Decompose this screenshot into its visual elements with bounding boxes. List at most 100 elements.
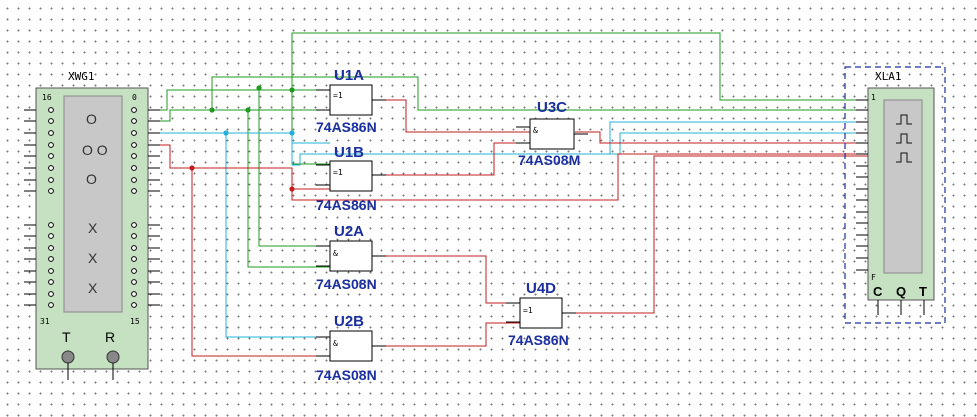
gate-part: 74AS08N — [316, 276, 377, 292]
gate-u4d[interactable]: U4D =1 74AS86N — [506, 280, 576, 348]
gate-ref: U4D — [526, 280, 556, 297]
connector-pin-terminal[interactable] — [131, 233, 137, 239]
wire-cyan-u2b[interactable] — [225, 133, 330, 338]
gate-symbol: =1 — [333, 168, 343, 177]
junction-dot — [289, 186, 295, 192]
gate-u2b[interactable]: U2B & 74AS08N — [316, 313, 386, 383]
generator-trigger-label: T — [62, 329, 71, 345]
gate-symbol: =1 — [333, 91, 343, 100]
analyzer-name: XLA1 — [875, 70, 902, 83]
analyzer-panel — [883, 99, 923, 274]
connector-pin-terminal[interactable] — [131, 222, 137, 228]
wire-red-u1a-out[interactable] — [372, 99, 530, 133]
connector-pin-terminal[interactable] — [131, 302, 137, 308]
gate-u1b[interactable]: U1B =1 74AS86N — [316, 144, 386, 213]
wire-green-a[interactable] — [148, 89, 330, 111]
analyzer-label-t: T — [919, 284, 927, 299]
connector-pin-terminal[interactable] — [48, 233, 54, 239]
wire-red-u4d-out[interactable] — [562, 155, 868, 314]
connector-pin-terminal[interactable] — [48, 222, 54, 228]
connector-pin-terminal[interactable] — [131, 279, 137, 285]
connector-pin-terminal[interactable] — [131, 165, 137, 171]
wire-green-b[interactable] — [148, 76, 868, 122]
wire-group — [148, 32, 868, 357]
gate-body — [329, 330, 373, 362]
connector-pin-terminal[interactable] — [48, 118, 54, 124]
connector-pin-terminal[interactable] — [48, 302, 54, 308]
connector-pin-terminal[interactable] — [131, 107, 137, 113]
gate-u1a[interactable]: U1A =1 74AS86N — [316, 67, 386, 135]
wire-red-u1b-out[interactable] — [372, 142, 530, 176]
connector-pin-terminal[interactable] — [131, 153, 137, 159]
gate-body — [329, 240, 373, 272]
generator-pin-15: 15 — [130, 317, 140, 326]
connector-pin-terminal[interactable] — [131, 268, 137, 274]
connector-pin-terminal[interactable] — [131, 291, 137, 297]
connector-pin-terminal[interactable] — [131, 245, 137, 251]
junction-dot — [223, 130, 229, 136]
connector-pin-terminal[interactable] — [48, 268, 54, 274]
wire-red-feed[interactable] — [291, 153, 868, 201]
wire-green-c[interactable] — [258, 88, 330, 247]
connector-pin-terminal[interactable] — [48, 188, 54, 194]
wire-red-u1b[interactable] — [192, 167, 330, 190]
logic-analyzer-xla1[interactable]: XLA1 1 F C Q T — [844, 66, 946, 324]
analyzer-pin-first: 1 — [871, 93, 876, 102]
connector-pin-terminal[interactable] — [131, 177, 137, 183]
connector-pin-terminal[interactable] — [131, 188, 137, 194]
connector-pin-terminal[interactable] — [48, 291, 54, 297]
connector-pin-terminal[interactable] — [48, 279, 54, 285]
connector-pin-terminal[interactable] — [48, 107, 54, 113]
generator-ready-terminal[interactable] — [106, 350, 120, 364]
generator-display-o2: O O — [82, 142, 108, 158]
junction-dot — [209, 107, 215, 113]
generator-pin-0: 0 — [132, 93, 137, 102]
wire-red-main[interactable] — [148, 144, 330, 357]
generator-display-x1: X — [88, 220, 98, 236]
word-generator-xwg1[interactable]: XWG1 16 0 31 15 O O O O X X X T R — [24, 70, 160, 380]
wire-cyan[interactable] — [148, 132, 330, 144]
connector-pin-terminal[interactable] — [131, 130, 137, 136]
gate-part: 74AS08M — [518, 152, 580, 168]
gate-body — [529, 118, 575, 150]
generator-right-pins — [131, 107, 160, 308]
analyzer-label-q: Q — [896, 284, 906, 299]
gate-u3c[interactable]: U3C & 74AS08M — [516, 99, 588, 168]
generator-pin-31: 31 — [40, 317, 50, 326]
connector-pin-terminal[interactable] — [131, 256, 137, 262]
connector-pin-terminal[interactable] — [48, 142, 54, 148]
generator-display-x2: X — [88, 250, 98, 266]
gate-u2a[interactable]: U2A & 74AS08N — [316, 223, 386, 292]
connector-pin-terminal[interactable] — [131, 142, 137, 148]
junction-group — [189, 85, 295, 192]
generator-display-x3: X — [88, 280, 98, 296]
analyzer-pin-last: F — [871, 273, 876, 282]
gate-part: 74AS86N — [508, 332, 569, 348]
wire-red-u2a-out[interactable] — [372, 255, 520, 304]
gate-ref: U1B — [334, 144, 364, 161]
gate-body — [329, 160, 373, 192]
connector-pin-terminal[interactable] — [48, 153, 54, 159]
generator-display-o3: O — [86, 171, 97, 187]
wire-cyan-out[interactable] — [291, 121, 868, 166]
connector-pin-terminal[interactable] — [48, 256, 54, 262]
gate-part: 74AS86N — [316, 197, 377, 213]
connector-pin-terminal[interactable] — [131, 118, 137, 124]
generator-name: XWG1 — [68, 70, 95, 83]
junction-dot — [189, 165, 195, 171]
generator-trigger-terminal[interactable] — [61, 350, 75, 364]
wire-red-u2b-out[interactable] — [372, 322, 520, 347]
connector-pin-terminal[interactable] — [48, 165, 54, 171]
gate-symbol: =1 — [523, 306, 533, 315]
junction-dot — [256, 85, 262, 91]
junction-dot — [289, 87, 295, 93]
connector-pin-terminal[interactable] — [48, 177, 54, 183]
connector-pin-terminal[interactable] — [48, 130, 54, 136]
gate-part: 74AS86N — [316, 119, 377, 135]
connector-pin-terminal[interactable] — [48, 245, 54, 251]
junction-dot — [245, 107, 251, 113]
wire-red-u3c-out[interactable] — [575, 131, 868, 144]
generator-ready-label: R — [105, 329, 115, 345]
wire-green-a-top[interactable] — [291, 32, 868, 101]
wire-green-b-u2a[interactable] — [247, 110, 330, 268]
